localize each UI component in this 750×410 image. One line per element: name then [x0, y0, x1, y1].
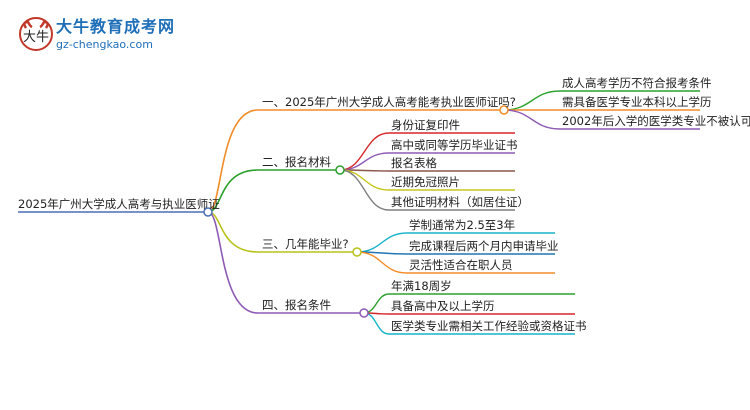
child-topic-2-2: 高中或同等学历毕业证书	[391, 138, 518, 152]
child-topic-1-3: 2002年后入学的医学类专业不被认可	[562, 114, 750, 128]
logo-glyph: 大牛	[23, 30, 49, 45]
child-topic-2-4: 近期免冠照片	[391, 175, 460, 189]
branch-node-1	[499, 105, 509, 115]
branch-connector-3	[207, 211, 259, 253]
child-topic-3-1: 学制通常为2.5至3年	[409, 218, 516, 232]
child-topic-1-1: 成人高考学历不符合报考条件	[562, 76, 712, 90]
child-topic-2-5: 其他证明材料（如居住证）	[391, 195, 529, 209]
child-topic-3-2: 完成课程后两个月内申请毕业	[409, 239, 559, 253]
watermark-logo: 大牛	[18, 16, 178, 52]
branch-node-3	[352, 247, 362, 257]
child-topic-3-3: 灵活性适合在职人员	[409, 258, 513, 272]
watermark-site-name: 大牛教育成考网	[56, 17, 176, 36]
child-topic-4-3: 医学类专业需相关工作经验或资格证书	[391, 319, 587, 333]
child-connector-2-2	[339, 152, 390, 171]
root-topic: 2025年广州大学成人高考与执业医师证	[18, 197, 220, 211]
child-topic-4-1: 年满18周岁	[391, 279, 452, 293]
child-connector-4-3	[363, 312, 390, 335]
child-topic-1-2: 需具备医学专业本科以上学历	[562, 95, 712, 109]
branch-topic-2: 二、报名材料	[262, 155, 331, 169]
branch-topic-3: 三、几年能毕业?	[262, 237, 349, 251]
branch-node-4	[359, 308, 369, 318]
child-connector-2-1	[339, 132, 390, 171]
branch-topic-1: 一、2025年广州大学成人高考能考执业医师证吗?	[262, 95, 516, 109]
child-connector-3-3	[356, 251, 408, 274]
bull-logo-icon: 大牛	[19, 17, 53, 51]
child-connector-1-3	[503, 109, 561, 130]
child-connector-2-4	[339, 169, 390, 191]
watermark-site-url: gz-chengkao.com	[56, 38, 153, 51]
branch-connector-4	[207, 211, 259, 314]
child-topic-4-2: 具备高中及以上学历	[391, 299, 495, 313]
branch-node-2	[335, 165, 345, 175]
child-topic-2-3: 报名表格	[391, 156, 437, 170]
child-connector-3-1	[356, 232, 408, 253]
branch-connector-1	[207, 109, 259, 213]
root-node	[203, 207, 213, 217]
watermark-text: 大牛教育成考网 gz-chengkao.com	[56, 18, 175, 52]
branch-topic-4: 四、报名条件	[262, 298, 331, 312]
child-connector-2-5	[339, 169, 390, 211]
child-topic-2-1: 身份证复印件	[391, 118, 460, 132]
